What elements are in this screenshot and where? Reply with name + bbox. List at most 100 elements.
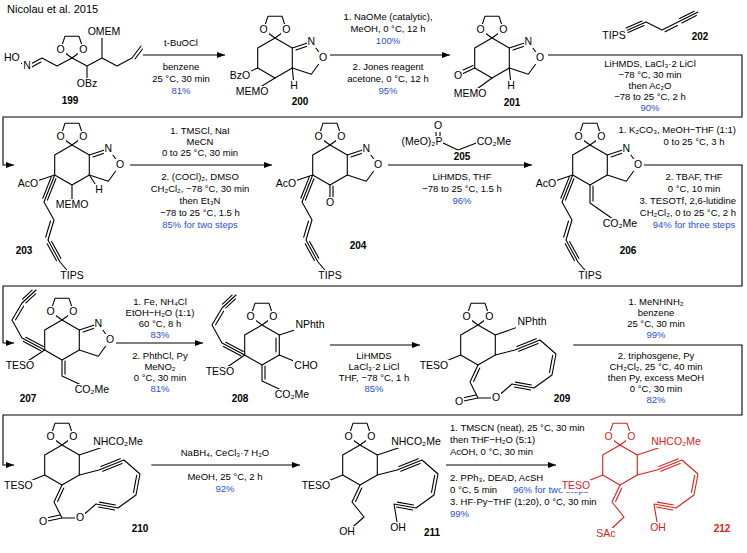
yield-value: 94% for three steps — [652, 220, 736, 230]
atom-label: O — [281, 24, 291, 36]
atom-label: N — [362, 143, 372, 155]
bond-lines — [576, 442, 698, 534]
reaction-condition: 0 to 25 °C, 3 h — [663, 137, 726, 147]
reaction-arrow — [3, 165, 742, 343]
reaction-condition: LiHMDS — [355, 351, 392, 361]
reaction-condition: 25 °C, 30 min — [151, 74, 211, 84]
reaction-condition: then Py, excess MeOH — [607, 373, 705, 383]
reaction-condition: 60 °C, 8 h — [138, 319, 182, 329]
atom-label: AcO — [535, 178, 557, 190]
reaction-condition: t-BuOCl — [163, 38, 199, 48]
reaction-condition: NaBH₄, CeCl₃·7 H₂O — [180, 448, 271, 458]
reaction-condition: 1. TMSCl, NaI — [169, 126, 230, 136]
atom-label: OH — [338, 526, 356, 538]
reaction-condition: LiHMDS, THF — [432, 172, 493, 182]
atom-label: CO₂Me — [274, 389, 310, 401]
atom-label: O — [336, 131, 346, 143]
atom-label: O — [56, 44, 66, 56]
atom-label: N — [622, 143, 632, 155]
reaction-condition: −78 to 25 °C, 1.5 h — [159, 208, 241, 218]
atom-label: O — [318, 52, 328, 64]
bond-lines — [316, 442, 438, 532]
ring-core — [45, 423, 80, 485]
atom-label: (MeO)₂P — [401, 136, 444, 148]
structure-209 — [434, 303, 556, 402]
yield-value: 90% — [639, 103, 660, 113]
atom-label: O — [268, 311, 278, 323]
atom-label: TIPS — [59, 270, 84, 282]
atom-label: O — [68, 431, 78, 443]
reaction-condition: 3. HF·Py−THF (1:20), 0 °C, 30 min — [449, 497, 598, 507]
ring-core — [475, 16, 540, 78]
reaction-condition: 1. NaOMe (catalytic), — [342, 12, 433, 22]
reaction-condition: THF, −78 °C, 1 h — [338, 373, 411, 383]
atom-label: O — [453, 70, 463, 82]
reaction-condition: −78 to 25 °C, 1.5 h — [421, 184, 503, 194]
atom-label: NPhth — [294, 319, 325, 331]
compound-number: 200 — [291, 96, 310, 107]
atom-label: TESO — [3, 480, 34, 492]
compound-number: 204 — [349, 240, 368, 251]
reaction-condition: 0 to 25 °C, 30 min — [161, 148, 239, 158]
reaction-condition: 0 °C, 10 min — [667, 184, 721, 194]
compound-number: 202 — [691, 31, 710, 42]
atom-label: OH — [389, 522, 407, 534]
reaction-arrow — [151, 464, 300, 465]
compound-number: 199 — [61, 95, 80, 106]
yield-value: 99% — [449, 509, 470, 519]
yield-value: 96% — [451, 196, 472, 206]
reaction-arrow — [3, 55, 742, 165]
compound-number: 212 — [713, 523, 732, 534]
atom-label: HO — [3, 52, 21, 64]
reaction-condition: benzene — [637, 308, 675, 318]
reaction-condition: CH₂Cl₂, 0 to 25 °C, 2 h — [639, 208, 737, 218]
atom-label: O — [344, 431, 354, 443]
reaction-arrow — [3, 345, 742, 465]
reaction-condition: 0 °C, 5 min — [449, 485, 498, 495]
reaction-condition: 1. K₂CO₃, MeOH−THF (1:1) — [617, 125, 737, 135]
atom-label: AcO — [17, 178, 39, 190]
atom-label: O — [325, 197, 335, 209]
compound-number: 206 — [619, 245, 638, 256]
reaction-condition: 2. (COCl)₂, DMSO — [160, 172, 240, 182]
atom-label: O — [115, 159, 125, 171]
atom-label: CO₂Me — [602, 218, 638, 230]
black-structures — [10, 11, 698, 532]
atom-label: O — [38, 516, 48, 528]
atom-label: O — [633, 159, 643, 171]
reaction-arrow — [116, 342, 203, 343]
atom-label: O — [626, 431, 636, 443]
structure-204 — [286, 123, 378, 276]
ring-core — [343, 423, 378, 485]
compound-number: 209 — [553, 393, 572, 404]
reaction-condition: EtOH−H₂O (1:1) — [125, 308, 196, 318]
reaction-condition: 2. PhthCl, Py — [131, 351, 188, 361]
compound-number: 201 — [503, 97, 522, 108]
atom-label: O — [454, 396, 464, 408]
compound-number: 210 — [131, 523, 150, 534]
reaction-condition: then THF−H₂O (5:1) — [449, 435, 536, 445]
atom-label: O — [373, 159, 383, 171]
bond-lines — [18, 442, 140, 522]
atom-label: N — [307, 36, 317, 48]
reaction-condition: MeCN — [186, 137, 215, 147]
bond-lines — [434, 322, 556, 402]
atom-label: CO₂Me — [74, 384, 110, 396]
reaction-condition: CH₂Cl₂, 25 °C, 40 min — [608, 362, 703, 372]
structure-208 — [212, 295, 310, 395]
atom-label: O — [259, 24, 269, 36]
atom-label: O — [78, 44, 88, 56]
compound-number: 203 — [15, 245, 34, 256]
yield-value: 100% — [375, 36, 401, 46]
atom-label: NHCO₂Me — [92, 436, 144, 448]
yield-value: 81% — [149, 384, 170, 394]
atom-label: NHCO₂Me — [390, 436, 442, 448]
yield-value: 99% — [645, 330, 666, 340]
atom-label: H — [289, 80, 299, 92]
reaction-condition: 2. Jones reagent — [352, 62, 425, 72]
atom-label: O — [46, 431, 56, 443]
structure-200 — [240, 16, 323, 92]
atom-label: O — [78, 131, 88, 143]
bond-lines — [28, 175, 99, 276]
atom-label: O — [68, 306, 78, 318]
